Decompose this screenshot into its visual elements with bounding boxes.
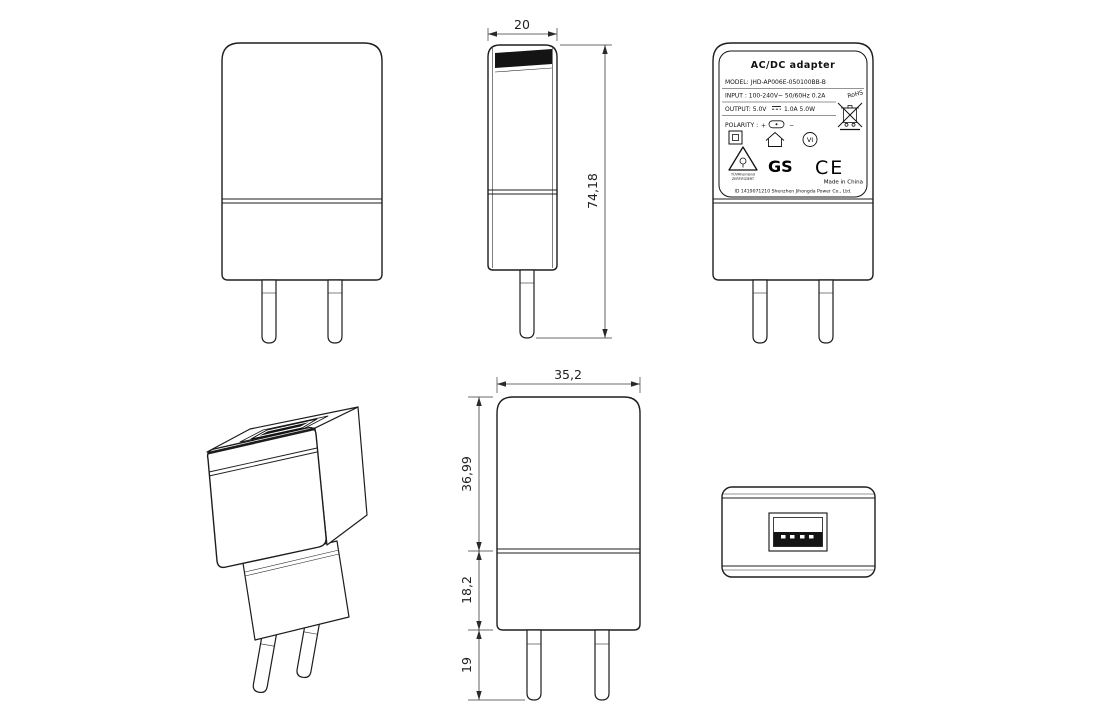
adapter-body <box>221 42 383 281</box>
usb-opening-section <box>495 49 552 68</box>
plug-pin <box>752 279 768 344</box>
dim-pin-length-label: 19 <box>459 657 474 673</box>
body-seam <box>497 548 640 554</box>
label-output-left: OUTPUT: 5.0V <box>725 106 767 113</box>
tuv-text-2: ZERTIFIZIERT <box>732 177 755 181</box>
class-ii-icon <box>728 130 743 145</box>
label-polarity-plus: + <box>761 123 766 130</box>
gs-mark: GS <box>768 157 793 176</box>
adapter-body <box>496 396 641 631</box>
weee-bin-icon <box>837 102 863 131</box>
body-seam <box>488 189 557 195</box>
usb-port-icon <box>239 415 329 443</box>
side-view: 20 74,18 <box>487 17 612 339</box>
plug-pin <box>252 629 278 694</box>
body-seam <box>713 198 873 204</box>
barrel-polarity-icon <box>768 120 785 129</box>
plug-pin <box>261 279 277 344</box>
label-polarity-minus: − <box>789 123 794 130</box>
adapter-body-side <box>487 44 558 271</box>
dim-front-width-label: 35,2 <box>554 367 582 382</box>
label-footer: ID 1419071210 Shenzhen Jihongda Power Co… <box>735 189 852 195</box>
efficiency-vi-label: VI <box>807 136 813 144</box>
tuv-mark-icon: TÜVRheinland ZERTIFIZIERT <box>728 146 758 181</box>
usb-contacts <box>781 535 814 539</box>
dim-side-height-label: 74,18 <box>585 173 600 209</box>
front-dimension-view: 35,2 36,99 18,2 19 <box>459 367 641 701</box>
plug-pin <box>526 629 542 701</box>
dim-upper-height-label: 36,99 <box>459 456 474 492</box>
body-front-face <box>206 426 327 569</box>
label-made-in: Made in China <box>824 180 863 186</box>
cap-edge <box>207 427 316 455</box>
indoor-use-icon <box>765 131 785 147</box>
dimension-width-20: 20 <box>487 17 558 41</box>
top-view <box>721 486 876 578</box>
dimension-height-chain: 36,99 18,2 19 <box>459 396 525 701</box>
perspective-view <box>206 406 368 694</box>
plug-pin <box>296 618 321 679</box>
label-output-right: 1.0A 5.0W <box>784 106 815 113</box>
label-model: MODEL: JHD-AP006E-050100BB-B <box>725 79 826 86</box>
dim-lower-height-label: 18,2 <box>459 576 474 604</box>
dimension-height-7418: 74,18 <box>536 44 612 339</box>
plug-pin <box>594 629 610 701</box>
rating-label: AC/DC adapter MODEL: JHD-AP006E-050100BB… <box>718 50 868 198</box>
dim-side-width-label: 20 <box>514 17 530 32</box>
body-seam <box>222 198 382 204</box>
dimension-width-352: 35,2 <box>496 367 641 393</box>
label-input: INPUT : 100-240V~ 50/60Hz 0.2A <box>725 93 826 100</box>
back-view: AC/DC adapter MODEL: JHD-AP006E-050100BB… <box>712 42 874 344</box>
plug-pin <box>327 279 343 344</box>
dc-symbol-icon <box>772 106 781 110</box>
ce-mark: CE <box>815 157 844 179</box>
tuv-text-1: TÜVRheinland <box>730 172 755 177</box>
cap-seam <box>208 447 318 477</box>
efficiency-vi-icon: VI <box>802 132 818 147</box>
plug-pin <box>519 269 535 339</box>
front-view <box>221 42 383 344</box>
usb-port-icon <box>768 512 828 552</box>
label-rohs: RoHS <box>847 89 864 100</box>
edge-seams <box>722 493 875 571</box>
plug-pin <box>818 279 834 344</box>
label-title: AC/DC adapter <box>751 60 836 71</box>
label-polarity: POLARITY : <box>725 122 758 129</box>
